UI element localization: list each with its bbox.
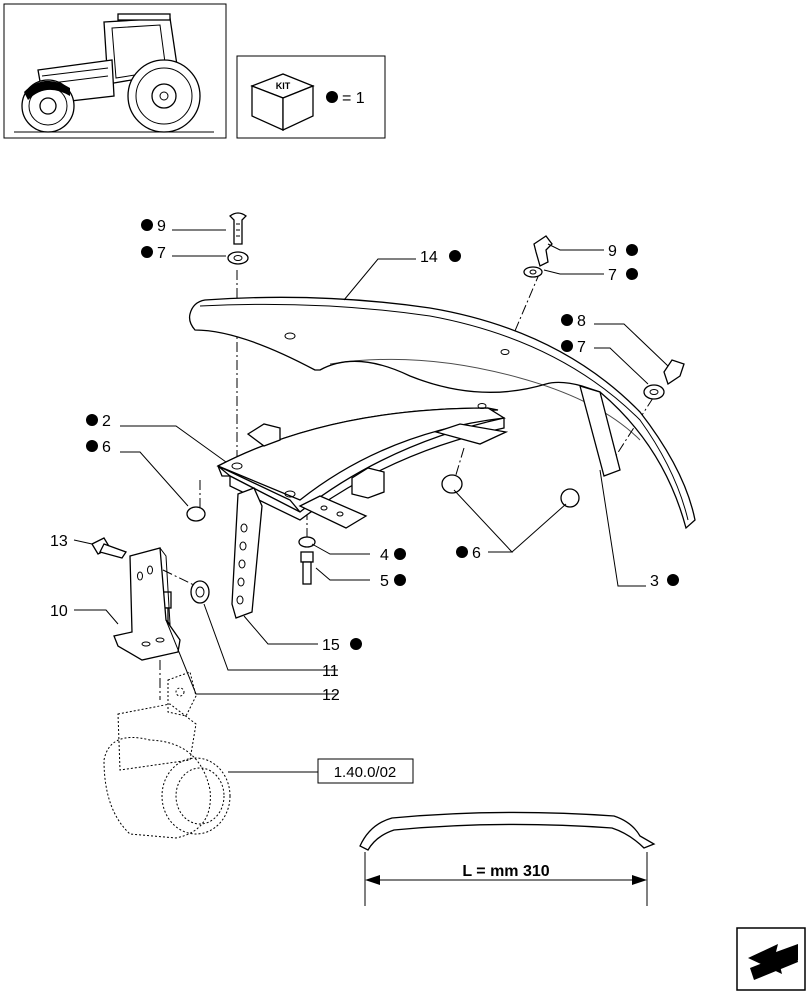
kit-dot-icon: [326, 91, 338, 103]
svg-text:12: 12: [322, 687, 340, 704]
callout-9b[interactable]: 9: [608, 243, 638, 260]
svg-text:9: 9: [608, 243, 617, 260]
callout-7c[interactable]: 7: [561, 339, 586, 356]
callout-13[interactable]: 13: [50, 533, 68, 550]
callout-6b[interactable]: 6: [456, 545, 481, 562]
fender-profile: [359, 811, 656, 906]
kit-equals-text: = 1: [342, 90, 365, 107]
leader-lines: [73, 229, 669, 695]
reference-label[interactable]: 1.40.0/02: [334, 764, 397, 781]
callouts: 9 7 14 9 7 8 7 2: [50, 218, 679, 704]
reference-box[interactable]: 1.40.0/02: [228, 758, 414, 784]
svg-text:7: 7: [608, 267, 617, 284]
svg-text:8: 8: [577, 313, 586, 330]
callout-7b[interactable]: 7: [608, 267, 638, 284]
callout-2[interactable]: 2: [86, 413, 111, 430]
bracket-part-10: [113, 547, 181, 661]
callout-10[interactable]: 10: [50, 603, 68, 620]
callout-9a[interactable]: 9: [141, 218, 166, 235]
callout-4[interactable]: 4: [380, 547, 406, 564]
svg-text:15: 15: [322, 637, 340, 654]
callout-5[interactable]: 5: [380, 573, 406, 590]
callout-15[interactable]: 15: [322, 637, 362, 654]
svg-text:6: 6: [102, 439, 111, 456]
callout-11[interactable]: 11: [322, 663, 339, 680]
svg-text:13: 13: [50, 533, 68, 550]
svg-text:3: 3: [650, 573, 659, 590]
svg-text:2: 2: [102, 413, 111, 430]
tractor-thumbnail: [3, 3, 227, 139]
callout-3[interactable]: 3: [650, 573, 679, 590]
axle-housing-phantom: [103, 671, 231, 839]
callout-8[interactable]: 8: [561, 313, 586, 330]
svg-text:5: 5: [380, 573, 389, 590]
svg-text:6: 6: [472, 545, 481, 562]
svg-text:7: 7: [157, 245, 166, 262]
bracket-part-2: [216, 403, 509, 619]
fender-part-14: [188, 296, 696, 530]
callout-7a[interactable]: 7: [141, 245, 166, 262]
svg-text:4: 4: [380, 547, 389, 564]
callout-6a[interactable]: 6: [86, 439, 111, 456]
kit-legend: KIT = 1: [236, 55, 386, 139]
svg-text:11: 11: [322, 663, 339, 680]
svg-text:10: 10: [50, 603, 68, 620]
dimension-label: L = mm 310: [462, 863, 549, 880]
svg-text:9: 9: [157, 218, 166, 235]
kit-label: KIT: [276, 81, 291, 91]
next-page-arrow-icon[interactable]: [736, 927, 806, 991]
svg-text:14: 14: [420, 249, 438, 266]
callout-12[interactable]: 12: [322, 687, 340, 704]
svg-text:7: 7: [577, 339, 586, 356]
callout-14[interactable]: 14: [420, 249, 461, 266]
